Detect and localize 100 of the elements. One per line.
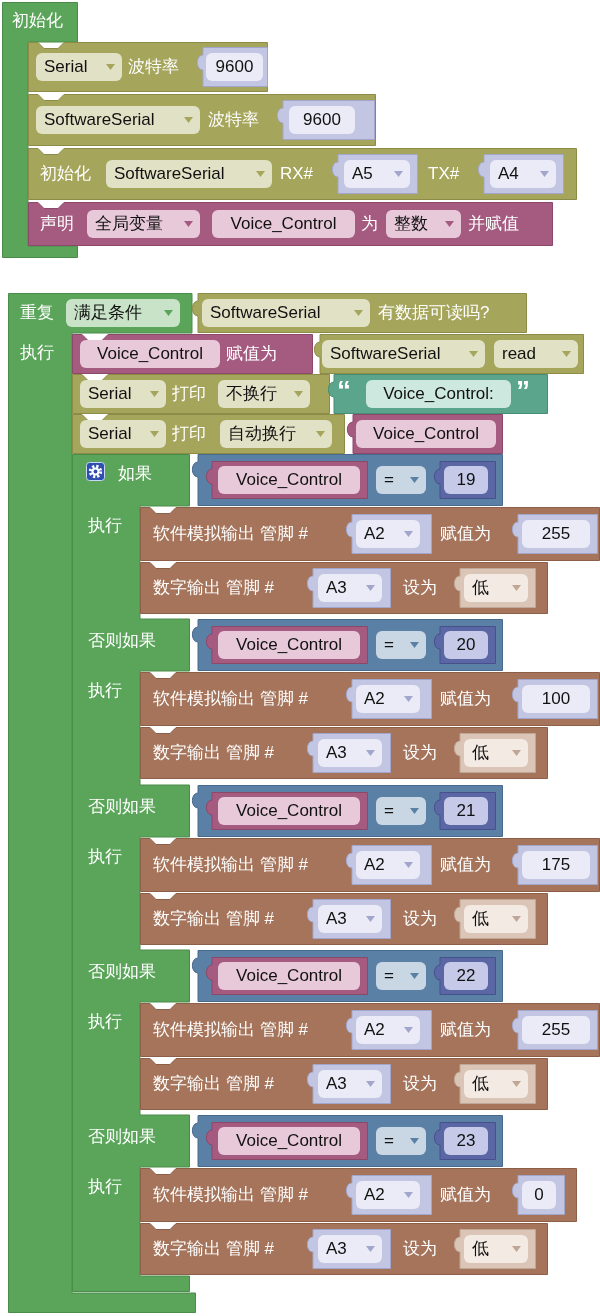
block-label: 赋值为 [440,688,491,710]
block-label: 如果 [118,463,152,485]
number-field: 0 [522,1181,556,1209]
dropdown-field: = [376,962,426,990]
number-block [510,514,598,554]
pin-block [344,679,432,719]
block-label: 软件模拟输出 管脚 # [153,523,308,545]
block-label: 执行 [88,846,122,868]
statement-block [140,1003,600,1057]
compare-block [190,785,503,837]
number-block [510,1010,598,1050]
statement-block [140,1223,548,1275]
block-label: 初始化 [40,163,91,185]
statement-block [140,1168,577,1222]
block-label: RX# [280,163,314,185]
dropdown-field: A2 [356,1181,420,1209]
block-label: 数字输出 管脚 # [153,577,274,599]
number-field: 255 [522,1016,590,1044]
variable-field: Voice_Control [218,797,360,825]
variable-field: Voice_Control [356,420,496,448]
pin-block [476,154,564,194]
statement-block [140,838,600,892]
number-block [510,845,598,885]
block-label: 为 [361,213,378,235]
number-field: 23 [444,1127,488,1155]
variable-field: Voice_Control [212,210,355,238]
dropdown-field: = [376,631,426,659]
dropdown-field: 自动换行 [220,420,332,448]
block-label: 数字输出 管脚 # [153,1073,274,1095]
dropdown-field: A5 [344,160,410,188]
variable-field: Voice_Control [218,631,360,659]
statement-block [140,672,600,726]
number-field: 175 [522,851,590,879]
pin-block [305,568,391,608]
pin-block [344,514,432,554]
dropdown-field: Serial [80,380,166,408]
number-field: 9600 [289,106,355,134]
variable-field: Voice_Control [218,466,360,494]
dropdown-field: A3 [318,905,382,933]
variable-block [345,414,503,454]
dropdown-field: A3 [318,1070,382,1098]
variable-block [204,461,368,499]
number-field: 20 [444,631,488,659]
level-block [452,1064,536,1104]
pin-block [305,733,391,773]
block-label: 赋值为 [440,1184,491,1206]
block-label: 波特率 [208,109,259,131]
block-label: 声明 [40,213,74,235]
statement-block [28,202,553,246]
statement-block [72,374,330,414]
number-block [510,679,598,719]
dropdown-field: A2 [356,1016,420,1044]
number-field: 100 [522,685,590,713]
variable-field: Voice_Control [80,340,220,368]
pin-block [305,1229,391,1269]
pin-block [305,1064,391,1104]
dropdown-field: SoftwareSerial [202,299,370,327]
block-label: 数字输出 管脚 # [153,1238,274,1260]
dropdown-field: read [494,340,578,368]
dropdown-field: 低 [464,739,528,767]
block-label: 数字输出 管脚 # [153,908,274,930]
block-label: 赋值为 [440,1019,491,1041]
dropdown-field: Serial [36,53,122,81]
block-label: 执行 [88,515,122,537]
pin-block [344,1175,432,1215]
dropdown-field: 不换行 [218,380,310,408]
statement-block [28,94,376,146]
pin-block [305,899,391,939]
value-block [190,293,527,333]
block-label: 赋值为 [440,523,491,545]
block-label: 数字输出 管脚 # [153,742,274,764]
dropdown-field: A3 [318,1235,382,1263]
quote-mark: ” [516,379,530,397]
number-block [432,1122,496,1160]
statement-block [28,148,577,200]
statement-block [72,334,313,374]
block-label: 设为 [403,1238,437,1260]
dropdown-field: A3 [318,739,382,767]
block-label: 软件模拟输出 管脚 # [153,854,308,876]
pin-block [344,1010,432,1050]
compare-block [190,950,503,1002]
dropdown-field: 低 [464,574,528,602]
block-label: 设为 [403,908,437,930]
block-label: 执行 [20,342,54,364]
block-label: TX# [428,163,460,185]
level-block [452,1229,536,1269]
number-field: 21 [444,797,488,825]
dropdown-field: 全局变量 [87,210,200,238]
pin-block [344,845,432,885]
variable-field: Voice_Control [218,1127,360,1155]
number-block [432,626,496,664]
number-field: 255 [522,520,590,548]
block-label: 打印 [172,423,206,445]
statement-block [140,727,548,779]
block-label: 软件模拟输出 管脚 # [153,1019,308,1041]
dropdown-field: SoftwareSerial [322,340,485,368]
dropdown-field: 整数 [386,210,461,238]
dropdown-field: SoftwareSerial [106,160,272,188]
dropdown-field: = [376,1127,426,1155]
dropdown-field: 低 [464,905,528,933]
